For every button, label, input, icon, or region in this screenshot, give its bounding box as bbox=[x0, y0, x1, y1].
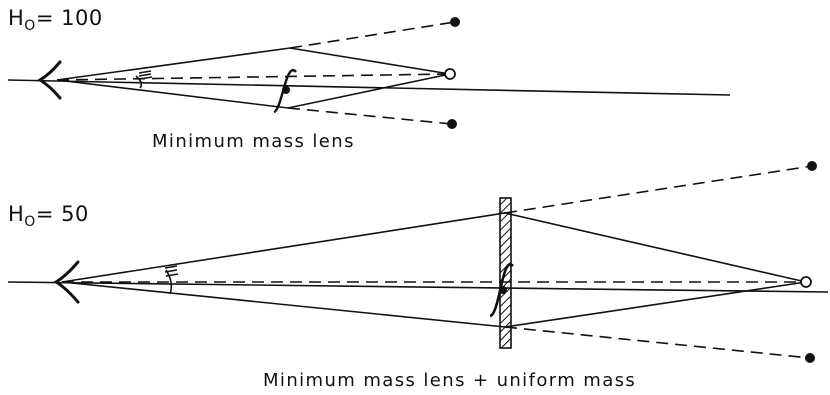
lens-mass-icon bbox=[489, 263, 514, 318]
image-ray-lower bbox=[287, 107, 453, 125]
h0-subscript: O bbox=[24, 18, 36, 35]
lens-mass-icon bbox=[273, 68, 297, 114]
h0-symbol: H bbox=[8, 6, 25, 30]
image-ray-upper bbox=[289, 21, 456, 49]
image-ray-upper bbox=[504, 165, 813, 214]
caption-top: Minimum mass lens bbox=[152, 131, 355, 152]
h0-value: = 100 bbox=[35, 6, 103, 30]
angle-arc bbox=[135, 75, 143, 89]
h0-value: = 50 bbox=[35, 202, 89, 226]
image-icon bbox=[447, 119, 457, 129]
panel-top bbox=[7, 17, 731, 129]
h0-subscript: O bbox=[24, 214, 36, 231]
line-of-sight bbox=[56, 73, 451, 81]
ray-lower bbox=[61, 281, 807, 328]
observer-icon bbox=[37, 60, 62, 100]
observer-icon bbox=[53, 260, 80, 304]
h0-symbol: H bbox=[8, 202, 25, 226]
source-icon bbox=[800, 276, 812, 288]
h0-label-bottom: HO= 50 bbox=[8, 202, 89, 230]
h0-label-top: HO= 100 bbox=[8, 6, 103, 34]
angle-tick-marks bbox=[164, 265, 179, 277]
image-ray-lower bbox=[504, 326, 811, 359]
image-icon bbox=[805, 353, 815, 363]
angle-tick-marks bbox=[138, 70, 153, 80]
optical-axis bbox=[7, 281, 829, 293]
image-icon bbox=[450, 17, 460, 27]
caption-bottom: Minimum mass lens + uniform mass bbox=[263, 370, 637, 391]
optical-axis bbox=[7, 79, 731, 96]
image-icon bbox=[807, 161, 817, 171]
source-icon bbox=[444, 68, 456, 80]
panel-bottom bbox=[7, 161, 829, 363]
ray-upper bbox=[61, 212, 807, 283]
